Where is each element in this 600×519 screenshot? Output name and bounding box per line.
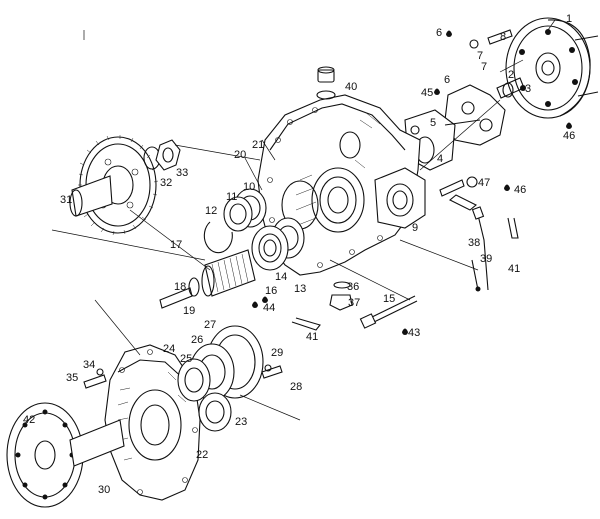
label-16: 16 bbox=[265, 285, 277, 297]
label-6: 6 bbox=[444, 74, 450, 86]
lower-housing bbox=[104, 325, 264, 501]
label-42: 42 bbox=[23, 414, 35, 426]
label-23: 23 bbox=[235, 416, 247, 428]
label-32: 32 bbox=[160, 177, 172, 189]
label-19: 19 bbox=[183, 305, 195, 317]
label-11: 11 bbox=[226, 191, 237, 203]
label-30: 30 bbox=[98, 484, 110, 496]
label-5: 5 bbox=[430, 117, 436, 129]
label-3: 3 bbox=[525, 83, 531, 95]
label-13: 13 bbox=[294, 283, 306, 295]
label-27: 27 bbox=[204, 319, 216, 331]
oil-drops bbox=[434, 30, 572, 191]
part-13-14-bearing bbox=[251, 217, 305, 271]
part-40-breather bbox=[316, 66, 336, 100]
label-12: 12 bbox=[205, 205, 217, 217]
label-9: 9 bbox=[412, 222, 418, 234]
part-42-30-flange bbox=[6, 402, 125, 508]
part-labels: 1 2 3 4 5 6 6 7 8 9 10 11 12 13 14 15 16… bbox=[23, 13, 575, 496]
leader-lines bbox=[51, 19, 556, 421]
part-28-29-bolt bbox=[261, 364, 283, 379]
label-24: 24 bbox=[163, 343, 175, 355]
label-46a: 46 bbox=[563, 130, 575, 142]
label-28: 28 bbox=[290, 381, 302, 393]
label-40: 40 bbox=[345, 81, 357, 93]
label-6b: 6 bbox=[436, 27, 442, 39]
label-39: 39 bbox=[480, 253, 492, 265]
label-18: 18 bbox=[174, 281, 186, 293]
label-38: 38 bbox=[468, 237, 480, 249]
label-20: 20 bbox=[234, 149, 246, 161]
label-22: 22 bbox=[196, 449, 208, 461]
part-36-37-plug bbox=[329, 281, 353, 311]
label-35: 35 bbox=[66, 372, 78, 384]
label-34: 34 bbox=[83, 359, 95, 371]
part-32-33-nut bbox=[143, 139, 181, 171]
label-26: 26 bbox=[191, 334, 203, 346]
label-7b: 7 bbox=[481, 61, 487, 73]
part-34-35-bolts bbox=[83, 368, 107, 389]
part-44-oil bbox=[252, 296, 268, 308]
label-47: 47 bbox=[478, 177, 490, 189]
part-38-39-studs bbox=[471, 206, 489, 292]
label-2: 2 bbox=[508, 69, 514, 81]
label-1: 1 bbox=[566, 13, 572, 25]
label-43: 43 bbox=[408, 327, 420, 339]
label-15: 15 bbox=[383, 293, 395, 305]
label-10: 10 bbox=[243, 181, 255, 193]
part-17-pinion bbox=[159, 249, 256, 309]
part-15-bolt bbox=[359, 295, 418, 335]
label-37: 37 bbox=[348, 297, 360, 309]
label-31: 31 bbox=[60, 194, 72, 206]
label-29: 29 bbox=[271, 347, 283, 359]
label-14: 14 bbox=[275, 271, 287, 283]
label-8: 8 bbox=[500, 31, 506, 43]
part-7-8-bolts bbox=[439, 29, 513, 211]
label-46b: 46 bbox=[514, 184, 526, 196]
label-7: 7 bbox=[477, 50, 483, 62]
label-41b: 41 bbox=[306, 331, 318, 343]
part-41-pins bbox=[291, 217, 519, 331]
label-21: 21 bbox=[252, 139, 264, 151]
label-44: 44 bbox=[263, 302, 275, 314]
part-10-11-bearing bbox=[203, 188, 267, 254]
part-31-gear bbox=[69, 135, 159, 236]
label-41a: 41 bbox=[508, 263, 520, 275]
label-4: 4 bbox=[437, 153, 443, 165]
part-4-5-yoke bbox=[404, 84, 506, 171]
label-25: 25 bbox=[180, 353, 192, 365]
label-36: 36 bbox=[347, 281, 359, 293]
label-33: 33 bbox=[176, 167, 188, 179]
part-1-flange bbox=[505, 17, 599, 119]
part-2-3-shaft bbox=[496, 77, 525, 99]
label-45: 45 bbox=[421, 87, 433, 99]
label-17: 17 bbox=[170, 239, 182, 251]
